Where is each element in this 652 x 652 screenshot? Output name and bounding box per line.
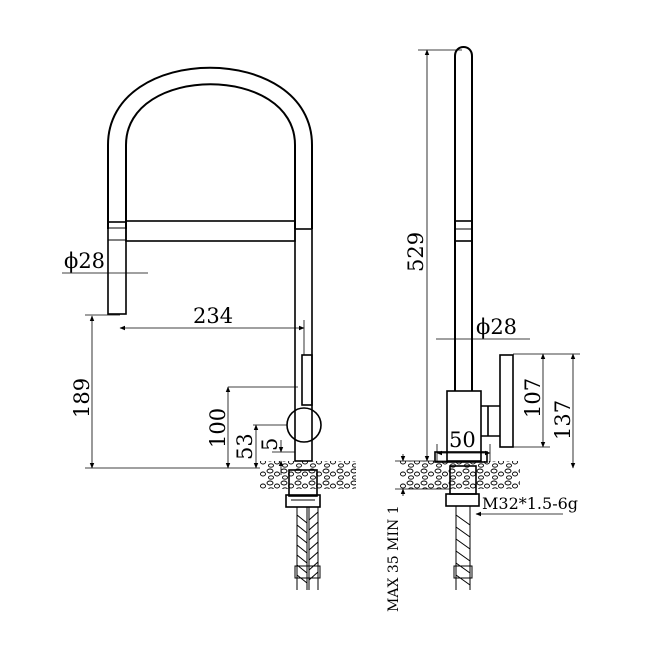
side-view: 529 ϕ28 137 107 50 M32*1.5-6g MAX 35 MIN… — [386, 46, 580, 612]
dim-base-width: 50 — [449, 428, 476, 452]
deck — [260, 461, 356, 489]
dim-total-height: 529 — [404, 232, 428, 272]
side-supply-hose — [453, 506, 473, 590]
handle-boss — [286, 407, 322, 443]
dim-spray-diameter: ϕ28 — [64, 249, 105, 273]
hose-outer-outline — [107, 66, 313, 229]
holder-bar — [125, 220, 296, 242]
front-view: ϕ28 234 189 100 53 5 — [62, 66, 356, 590]
dim-handle-top: 137 — [551, 400, 575, 440]
mount-shank — [288, 469, 318, 497]
dim-handle-length: 107 — [521, 378, 545, 418]
label-thread: M32*1.5-6g — [482, 494, 578, 513]
dim-spray-height: 189 — [70, 378, 94, 418]
side-handle-neck — [481, 405, 500, 437]
dim-base-offset: 5 — [258, 438, 282, 451]
supply-hose-left — [294, 507, 310, 590]
dim-handle-axis: 53 — [233, 433, 257, 460]
label-deck-thickness: MAX 35 MIN 1 — [386, 505, 402, 612]
side-body-outline — [454, 46, 473, 391]
supply-hose-right — [306, 507, 321, 590]
faucet-body — [294, 228, 313, 462]
dim-body-diameter: ϕ28 — [476, 315, 517, 339]
spray-head — [107, 221, 127, 315]
mount-nut — [285, 494, 321, 508]
hose-inner-outline — [125, 83, 296, 229]
side-mount-nut — [445, 493, 480, 507]
handle-column — [301, 354, 313, 406]
dim-spout-reach: 234 — [193, 304, 233, 328]
side-lever — [499, 354, 514, 448]
side-holder-ring — [454, 220, 473, 242]
dim-handle-height: 100 — [206, 408, 230, 448]
